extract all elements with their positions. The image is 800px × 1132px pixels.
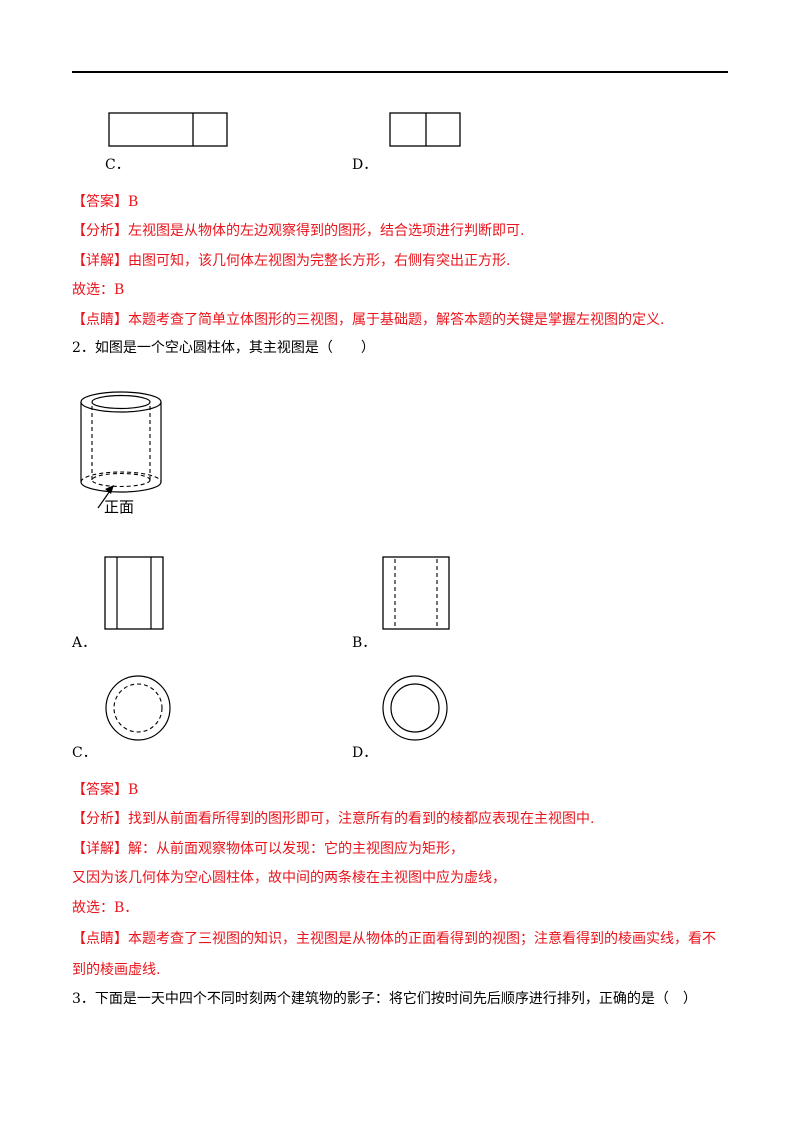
q1-option-c-label: C． — [105, 157, 130, 173]
q1-d-rect — [389, 112, 461, 147]
q1-answer-text: B — [128, 194, 139, 210]
q1-analysis: 【分析】左视图是从物体的左边观察得到的图形，结合选项进行判断即可. — [72, 221, 524, 241]
q1-option-d-label: D． — [352, 157, 378, 173]
q1-analysis-text: 左视图是从物体的左边观察得到的图形，结合选项进行判断即可. — [128, 223, 525, 239]
q2-detail-line2: 又因为该几何体为空心圆柱体，故中间的两条棱在主视图中应为虚线， — [72, 870, 506, 886]
q2-option-a-label: A． — [72, 635, 97, 651]
q2-option-a-figure — [104, 556, 164, 630]
q1-comment: 【点睛】本题考查了简单立体图形的三视图，属于基础题，解答本题的关键是掌握左视图的… — [72, 310, 664, 330]
q1-detail-text: 由图可知，该几何体左视图为完整长方形，右侧有突出正方形. — [128, 253, 511, 269]
q2-analysis-tag: 【分析】 — [72, 811, 128, 827]
q2-comment-tag: 【点睛】 — [72, 931, 128, 947]
q2-detail: 【详解】解：从前面观察物体可以发现：它的主视图应为矩形， — [72, 839, 464, 859]
q2-detail-tag: 【详解】 — [72, 841, 128, 857]
q2-stem: 2．如图是一个空心圆柱体，其主视图是（ ） — [72, 340, 375, 356]
q1-option-d-figure — [389, 112, 461, 147]
q1-answer-tag: 【答案】 — [72, 194, 128, 210]
q2-option-c-label: C． — [72, 745, 97, 761]
q1-choice: 故选：B — [72, 282, 125, 298]
q1-analysis-tag: 【分析】 — [72, 223, 128, 239]
q2-answer-tag: 【答案】 — [72, 782, 128, 798]
q2-analysis-text: 找到从前面看所得到的图形即可，注意所有的看到的棱都应表现在主视图中. — [128, 811, 595, 827]
q1-detail-tag: 【详解】 — [72, 253, 128, 269]
q2-option-b-label: B． — [352, 635, 377, 651]
q2-choice: 故选：B． — [72, 900, 139, 916]
q1-detail: 【详解】由图可知，该几何体左视图为完整长方形，右侧有突出正方形. — [72, 251, 510, 271]
q2-front-label: 正面 — [104, 498, 135, 516]
q1-comment-tag: 【点睛】 — [72, 312, 128, 328]
q2-option-c-figure — [105, 675, 171, 741]
q2-front-arrowhead — [105, 485, 114, 494]
q1-answer: 【答案】B — [72, 192, 138, 212]
q2-detail-text: 解：从前面观察物体可以发现：它的主视图应为矩形， — [128, 841, 464, 857]
q3-stem: 3．下面是一天中四个不同时刻两个建筑物的影子：将它们按时间先后顺序进行排列，正确… — [72, 991, 697, 1007]
header-rule — [72, 71, 728, 73]
q1-comment-text: 本题考查了简单立体图形的三视图，属于基础题，解答本题的关键是掌握左视图的定义. — [128, 312, 665, 328]
q1-option-c-figure — [108, 112, 228, 147]
q2-option-d-label: D． — [352, 745, 378, 761]
q2-option-d-figure — [382, 675, 448, 741]
q2-comment-text: 本题考查了三视图的知识，主视图是从物体的正面看得到的视图；注意看得到的棱画实线，… — [128, 931, 716, 947]
q2-analysis: 【分析】找到从前面看所得到的图形即可，注意所有的看到的棱都应表现在主视图中. — [72, 809, 594, 829]
q2-option-b-figure — [382, 556, 450, 630]
q2-hollow-cylinder-figure — [80, 391, 162, 509]
q2-answer: 【答案】B — [72, 780, 138, 800]
q2-comment-line2: 到的棱画虚线. — [72, 962, 161, 978]
q1-c-long-rect — [108, 112, 228, 147]
q2-comment: 【点睛】本题考查了三视图的知识，主视图是从物体的正面看得到的视图；注意看得到的棱… — [72, 929, 716, 949]
q2-answer-text: B — [128, 782, 139, 798]
